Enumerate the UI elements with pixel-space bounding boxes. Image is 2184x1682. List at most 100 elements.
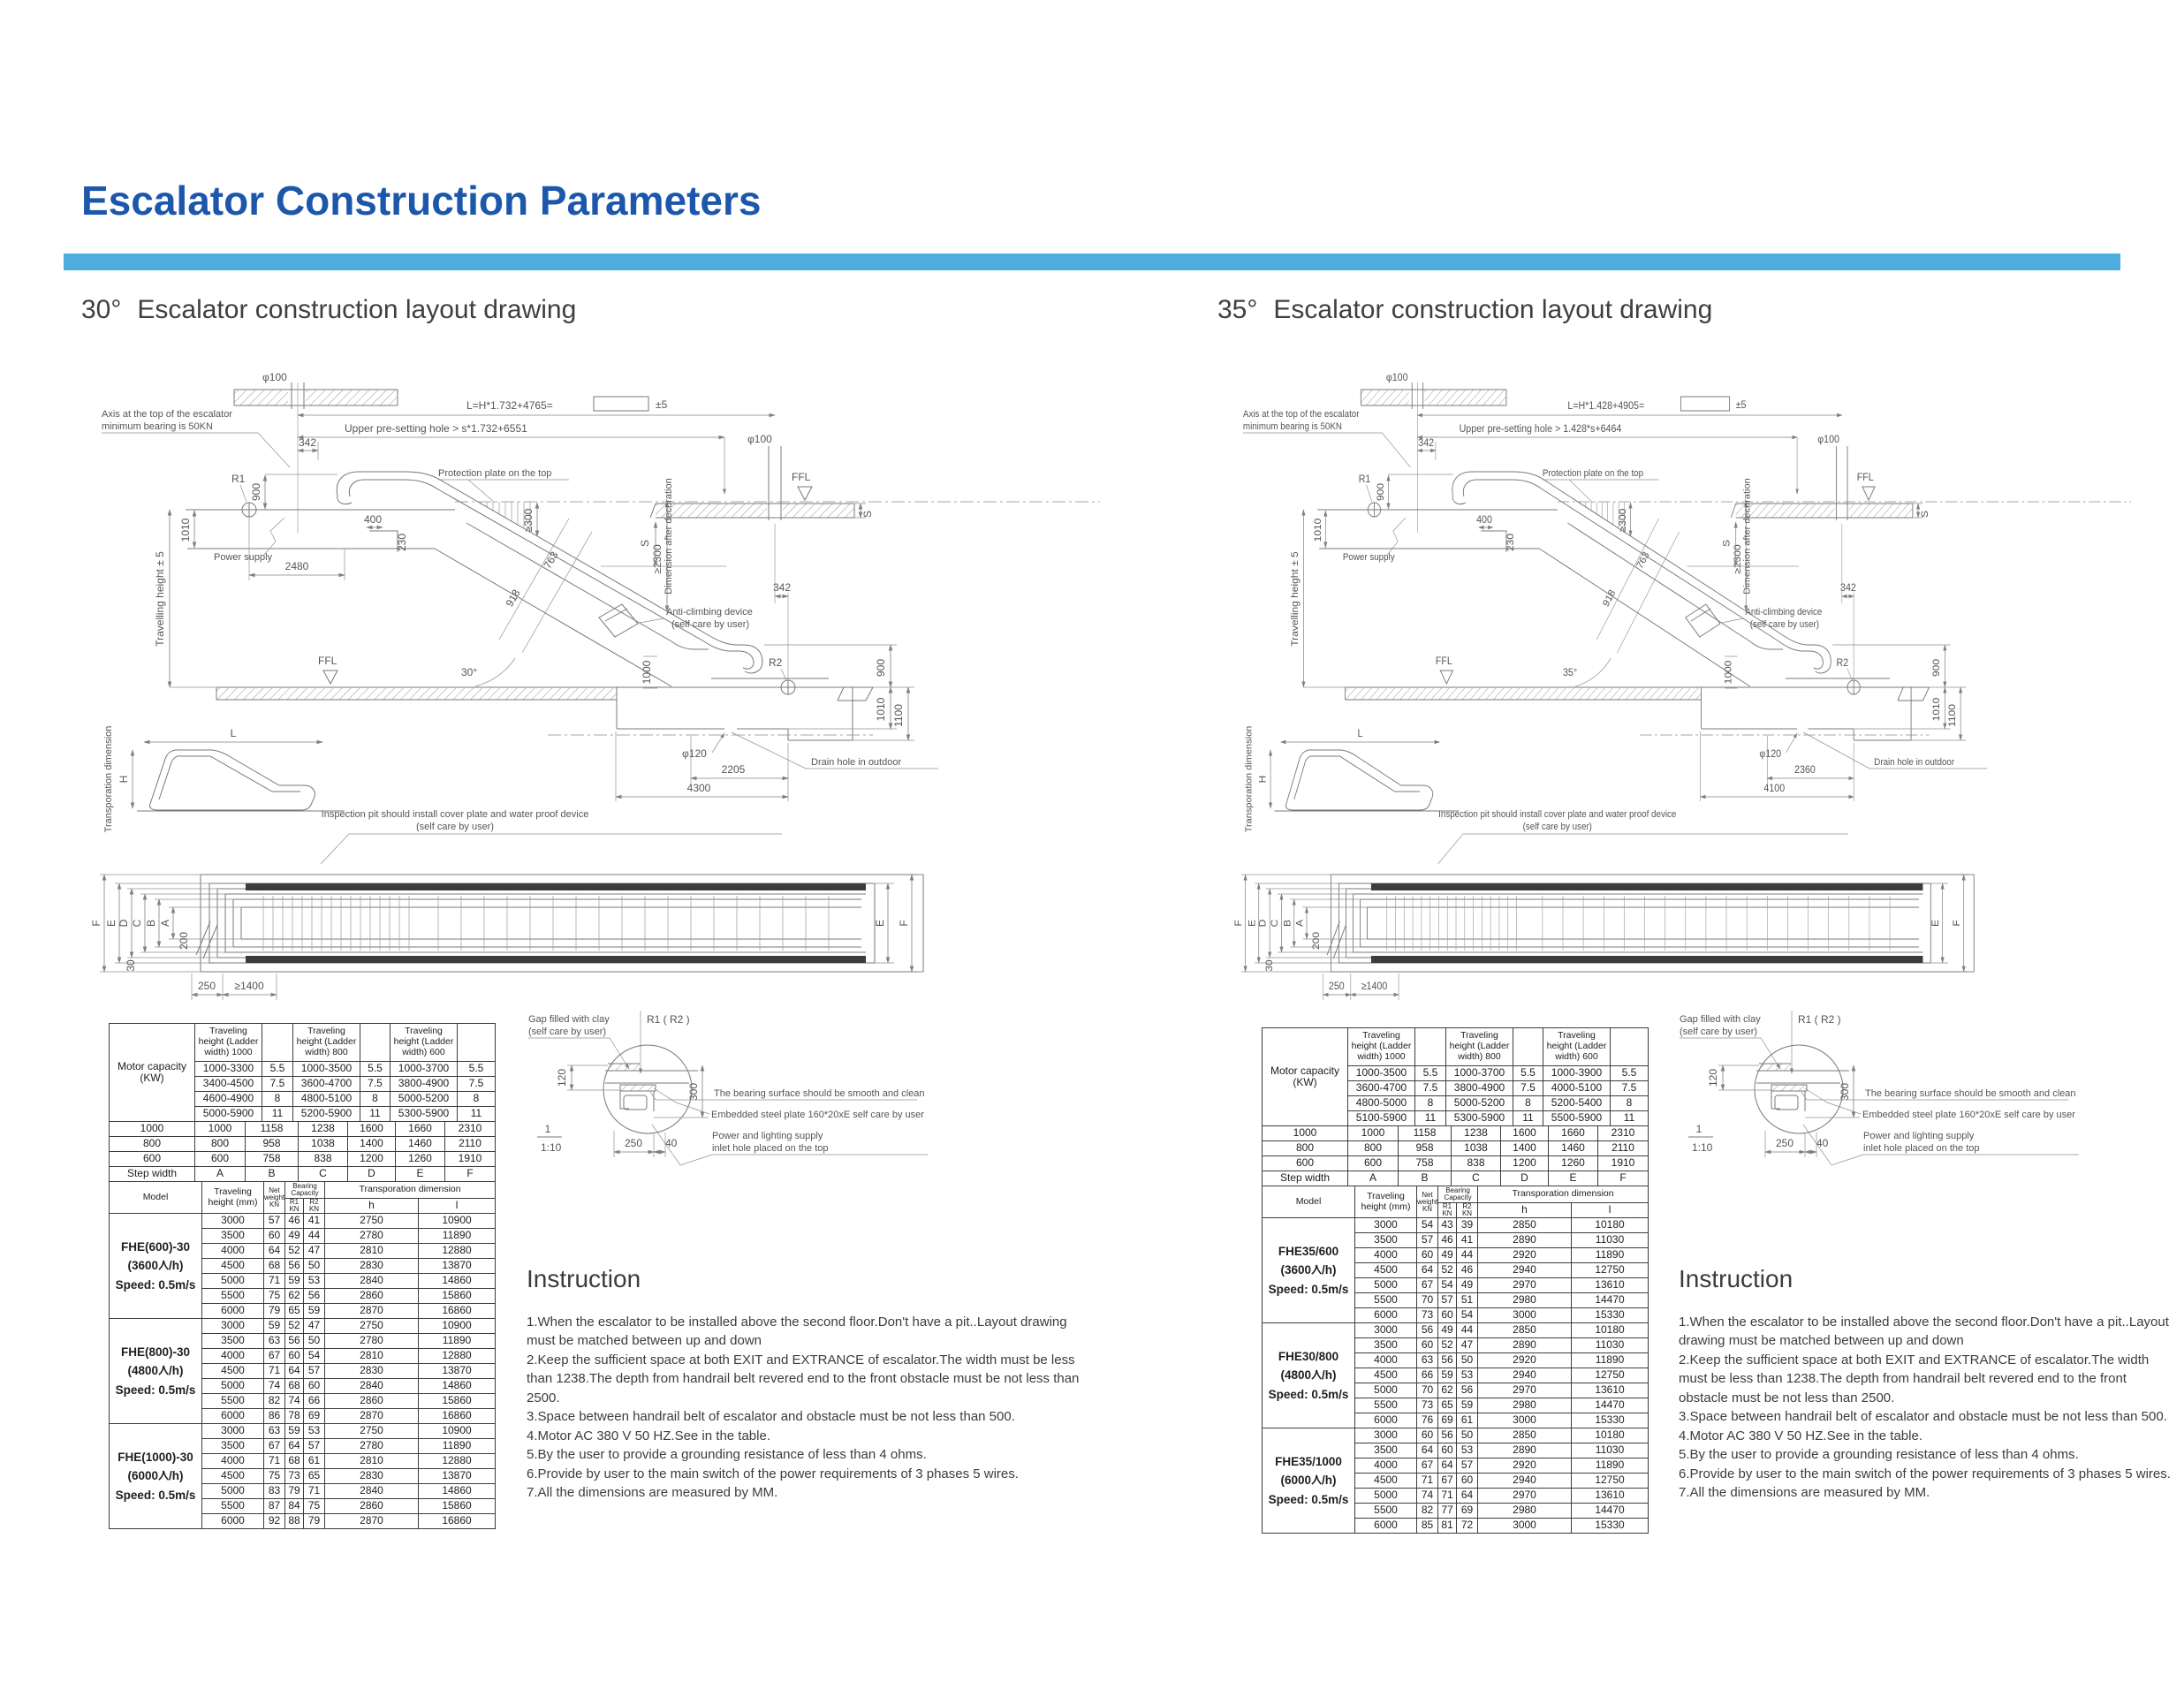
- axis-note-line2: minimum bearing is 50KN: [102, 421, 213, 432]
- gap-note-2: (self care by user): [528, 1027, 606, 1037]
- anchor-detail-drawing: Gap filled with clay (self care by user)…: [1680, 1011, 2079, 1166]
- table-cell: A: [194, 1166, 246, 1182]
- table-cell: 1158: [245, 1121, 299, 1137]
- table-cell: 59: [284, 1423, 304, 1439]
- section-angle-35: 35°: [1217, 295, 1258, 324]
- table-cell: 5200-5400: [1543, 1095, 1611, 1111]
- table-cell: 59: [1455, 1398, 1479, 1413]
- table-cell: 12880: [418, 1243, 497, 1259]
- dim-763: 763: [1635, 550, 1652, 572]
- table-cell: 11030: [1571, 1232, 1649, 1248]
- instruction-block-35: Instruction 1.When the escalator to be i…: [1679, 1265, 2178, 1502]
- dim-phi100-top: φ100: [262, 371, 287, 383]
- person-glyph: [1311, 1369, 1322, 1380]
- table-cell: 2830: [324, 1363, 420, 1379]
- table-cell: 60: [1416, 1247, 1438, 1263]
- table-cell: 79: [302, 1513, 326, 1529]
- embedded-note: Embedded steel plate 160*20xE self care …: [711, 1110, 924, 1120]
- construction-drawing-35: φ100 Axis at the top of the escalator mi…: [1200, 347, 2182, 1014]
- table-cell: 49: [284, 1228, 304, 1244]
- table-cell: 11: [457, 1106, 496, 1122]
- table-cell: 57: [1455, 1458, 1479, 1474]
- table-cell: 2920: [1477, 1247, 1573, 1263]
- table-cell: 75: [263, 1468, 285, 1484]
- instruction-item: 2.Keep the sufficient space at both EXIT…: [1679, 1352, 2150, 1405]
- dim-900-lower: 900: [1932, 659, 1942, 677]
- table-cell: 10900: [418, 1318, 497, 1334]
- table-cell: 47: [302, 1318, 326, 1334]
- instruction-item: 5.By the user to provide a grounding res…: [527, 1447, 927, 1463]
- table-cell: 8: [457, 1091, 496, 1107]
- table-cell: 52: [284, 1318, 304, 1334]
- table-cell: 6000: [201, 1303, 264, 1319]
- side-view: φ100 Axis at the top of the escalator mi…: [102, 371, 1100, 801]
- table-cell: 62: [1437, 1383, 1457, 1398]
- table-cell: 47: [1455, 1337, 1479, 1353]
- table-cell: 2780: [324, 1438, 420, 1454]
- table-cell: 41: [302, 1213, 326, 1229]
- table-cell: 3800-4900: [390, 1076, 458, 1092]
- drain-hole-label: Drain hole in outdoor: [1874, 758, 1954, 769]
- table-cell: 3000: [201, 1318, 264, 1334]
- section-heading-30: 30°Escalator construction layout drawing: [81, 295, 576, 325]
- label-r1: R1: [1359, 474, 1371, 485]
- table-cell: 54: [302, 1348, 326, 1364]
- table-cell: 4500: [201, 1258, 264, 1274]
- table-cell: 1238: [1451, 1125, 1501, 1141]
- dim-1010-lower: 1010: [875, 697, 887, 721]
- table-cell: 10180: [1571, 1322, 1649, 1338]
- table-cell: 60: [1437, 1443, 1457, 1458]
- table-cell: 2850: [1477, 1322, 1573, 1338]
- dim-342-lower: 342: [1840, 582, 1856, 594]
- table-cell: 54: [1437, 1277, 1457, 1293]
- protection-plate-label: Protection plate on the top: [1543, 469, 1643, 480]
- detail-dim-40: 40: [1816, 1137, 1829, 1149]
- instruction-heading-35: Instruction: [1679, 1265, 1793, 1292]
- table-cell: 1910: [444, 1151, 496, 1167]
- table-cell: 5000: [1354, 1488, 1417, 1504]
- table-cell: 5000-5200: [390, 1091, 458, 1107]
- table-cell: 958: [245, 1136, 299, 1152]
- table-cell: 50: [302, 1333, 326, 1349]
- table-cell: 56: [284, 1258, 304, 1274]
- inspection-note-1: Inspection pit should install cover plat…: [1438, 810, 1676, 821]
- table-cell: l: [418, 1198, 497, 1214]
- page-title: Escalator Construction Parameters: [81, 178, 762, 224]
- table-cell: 15330: [1571, 1518, 1649, 1534]
- dim-phi120: φ120: [682, 747, 707, 760]
- plan-view: Inspection pit should install cover plat…: [90, 809, 924, 1000]
- table-cell: 16860: [418, 1303, 497, 1319]
- table-cell: 2980: [1477, 1292, 1573, 1308]
- ffl-lower: FFL: [318, 655, 337, 667]
- ffl-upper: FFL: [792, 471, 811, 483]
- table-cell: R2 KN: [302, 1198, 326, 1214]
- table-cell: 74: [1416, 1488, 1438, 1504]
- detail-dim-300: 300: [687, 1083, 700, 1101]
- dim-after-decoration: Dimension after decoration: [664, 478, 674, 594]
- table-cell: 14860: [418, 1273, 497, 1289]
- table-cell: 64: [263, 1243, 285, 1259]
- table-cell: 82: [1416, 1503, 1438, 1519]
- label-r2: R2: [1837, 657, 1849, 669]
- table-cell: 14470: [1571, 1398, 1649, 1413]
- formula-L: L=H*1.732+4765=: [466, 399, 553, 412]
- table-cell: 11030: [1571, 1337, 1649, 1353]
- table-cell: 13870: [418, 1468, 497, 1484]
- plan-dim-250: 250: [1329, 981, 1345, 992]
- table-cell: [1414, 1027, 1446, 1066]
- drain-hole-label: Drain hole in outdoor: [811, 757, 901, 768]
- detail-dim-120: 120: [556, 1069, 568, 1087]
- table-cell: 8: [262, 1091, 293, 1107]
- dim-pit-outer: 4100: [1763, 783, 1785, 794]
- plan-dim-C: C: [131, 919, 143, 927]
- table-cell: Model: [1262, 1186, 1355, 1218]
- dim-after-decoration: Dimension after decoration: [1743, 478, 1752, 595]
- table-cell: 64: [1416, 1443, 1438, 1458]
- table-cell: 3000: [201, 1423, 264, 1439]
- table-cell: 1000-3500: [292, 1061, 360, 1077]
- dim-phi100-right: φ100: [1817, 434, 1839, 445]
- table-cell: 67: [1416, 1458, 1438, 1474]
- table-cell: 12750: [1571, 1473, 1649, 1489]
- table-cell: 2920: [1477, 1458, 1573, 1474]
- anti-climb-label2: (self care by user): [1750, 620, 1819, 631]
